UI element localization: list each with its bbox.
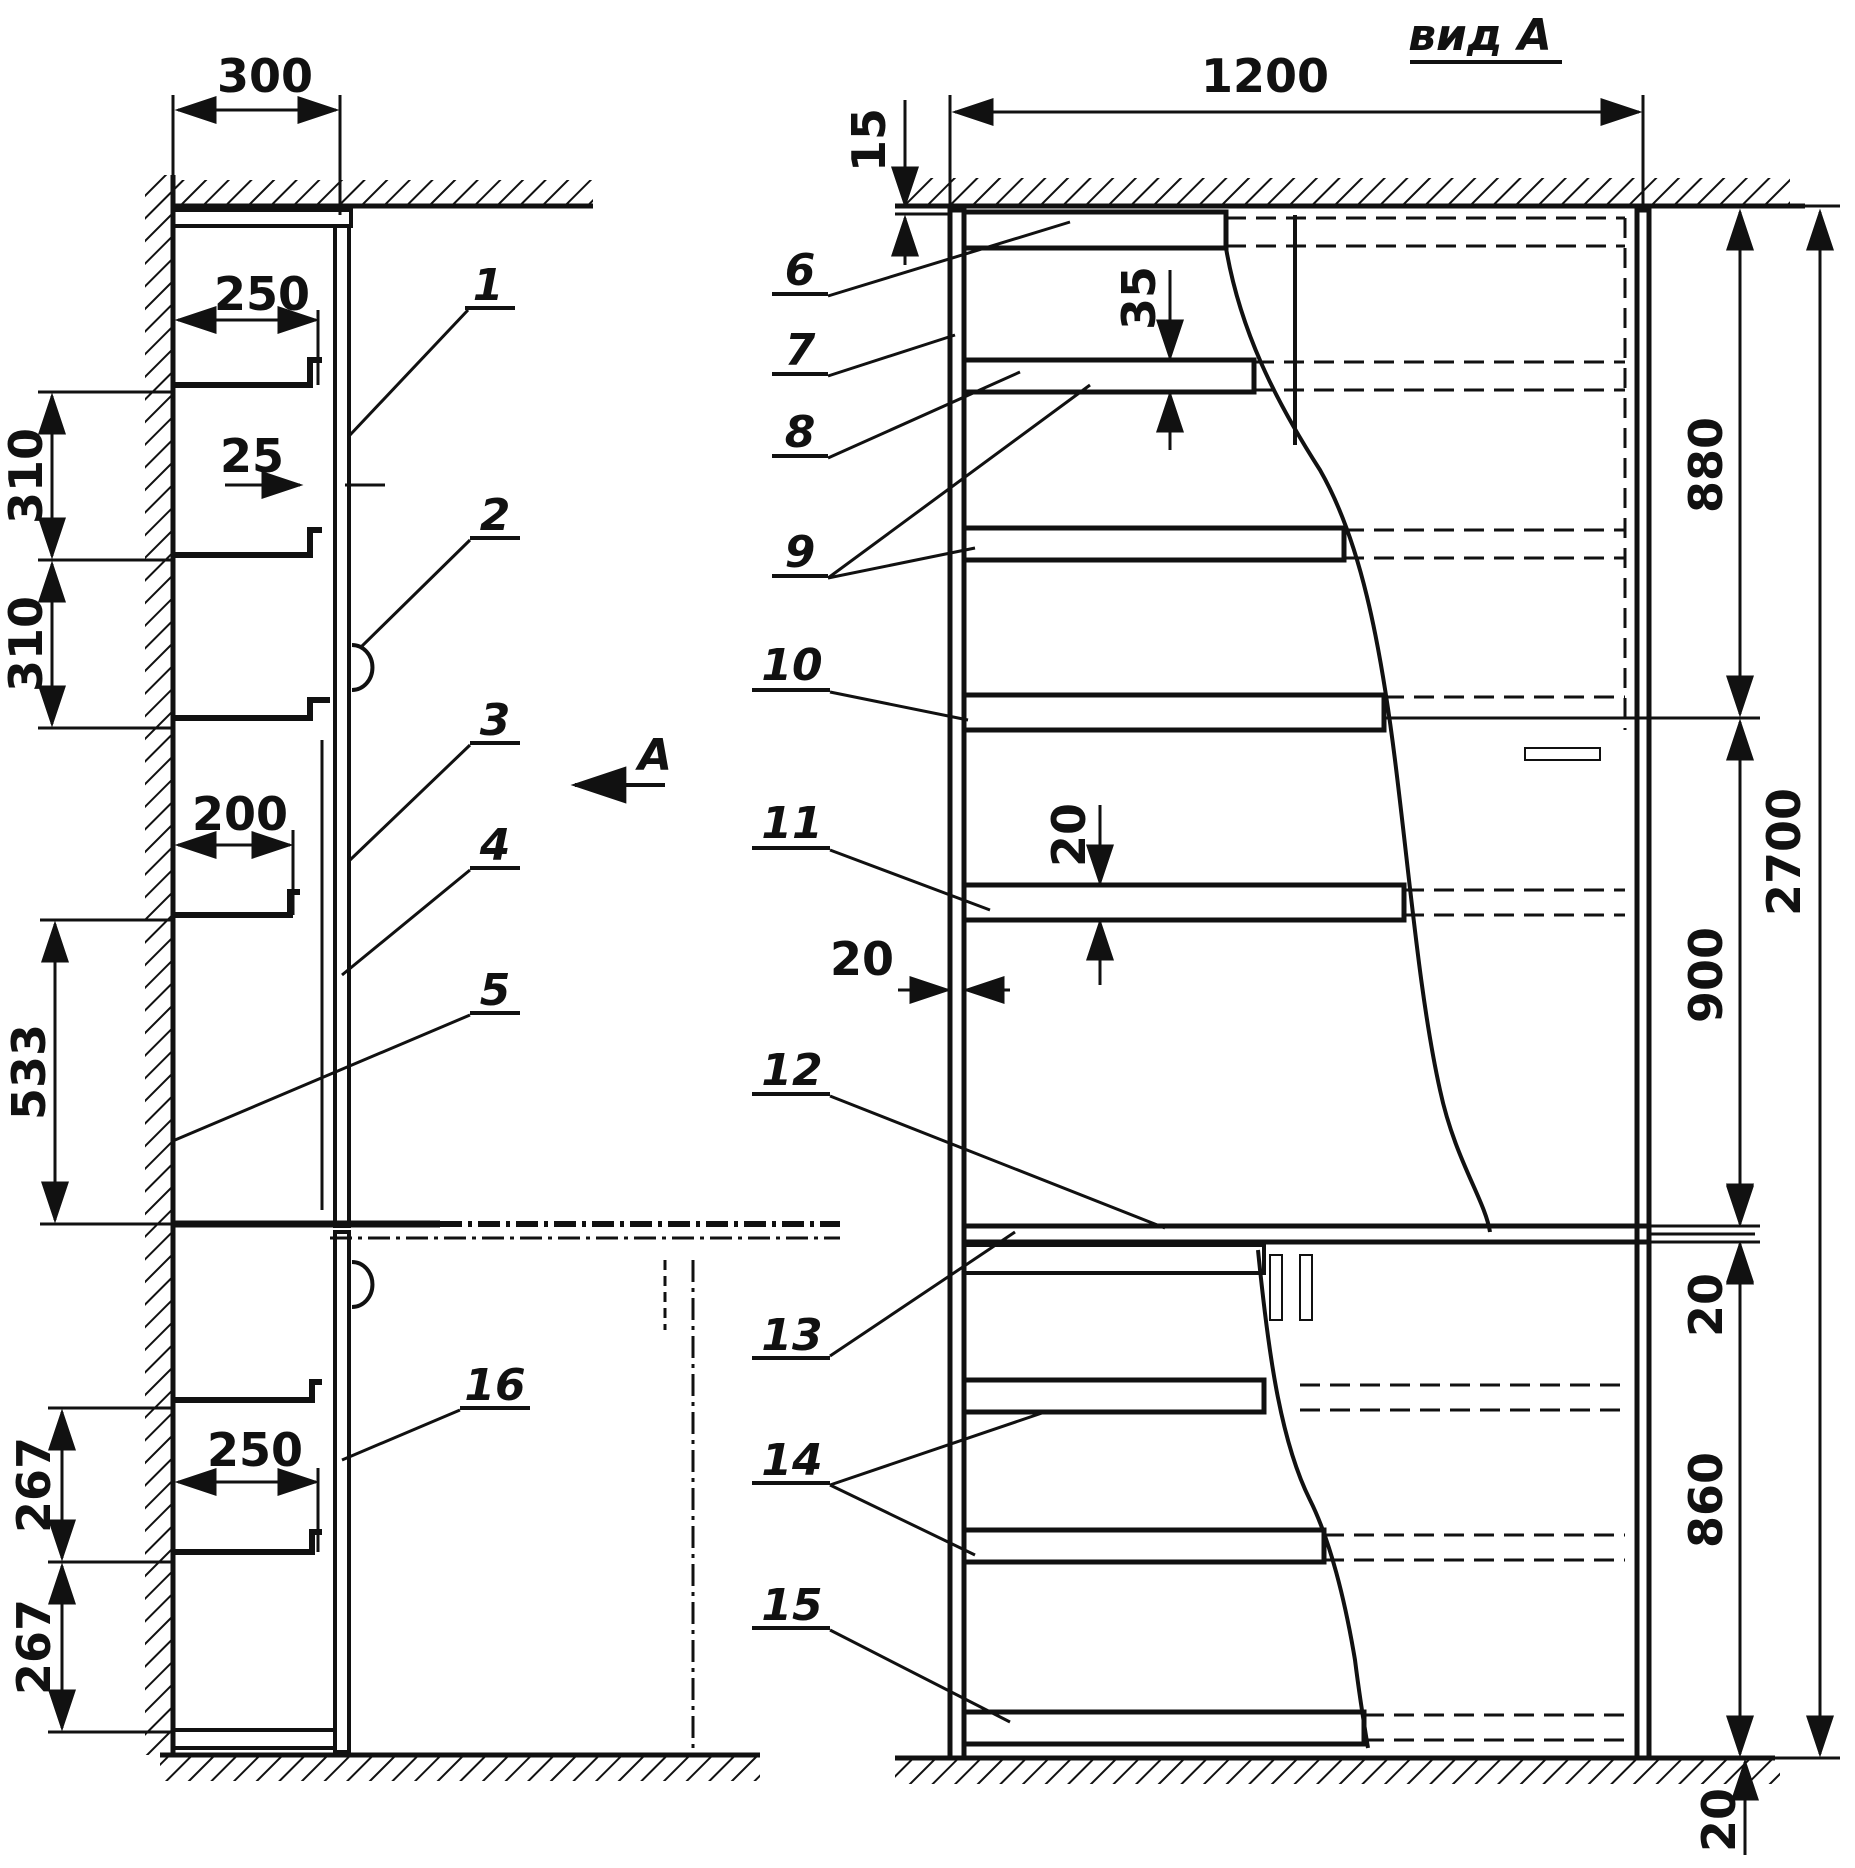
side-panel-right <box>1634 207 1652 1761</box>
callout-11-leader <box>829 848 991 912</box>
shelf-side-2 <box>173 527 322 558</box>
dim-533-label: 533 <box>2 1024 56 1120</box>
front-panel-upper <box>333 224 351 1228</box>
callouts: 1 2 3 4 5 16 6 7 8 9 <box>174 220 1166 1724</box>
callout-10: 10 <box>761 640 822 691</box>
dim-200-label: 200 <box>192 787 288 841</box>
lower-sub-plate <box>962 1243 1266 1275</box>
dim-860-label: 860 <box>1679 1452 1733 1548</box>
dim-880-label: 880 <box>1679 417 1733 513</box>
ceiling-hatch-side <box>173 180 593 206</box>
break-line-lower <box>1256 1249 1370 1749</box>
callout-14-leader-b <box>829 1483 976 1557</box>
shelf-front-5 <box>961 1377 1267 1415</box>
callout-7: 7 <box>785 325 816 376</box>
dim-25-label: 25 <box>220 429 284 483</box>
handle-upper <box>1524 747 1601 761</box>
callout-9: 9 <box>785 527 816 578</box>
callout-3-leader <box>348 743 472 862</box>
callout-4-leader <box>341 868 471 977</box>
dim-310-b-label: 310 <box>0 596 53 692</box>
ceiling-hatch-front <box>905 178 1790 204</box>
dim-20-side-label: 20 <box>830 932 894 986</box>
dim-15-label: 15 <box>842 108 896 172</box>
callout-6: 6 <box>785 245 816 296</box>
dim-900-label: 900 <box>1679 927 1733 1023</box>
dim-310-a-label: 310 <box>0 428 53 524</box>
callout-14-leader-a <box>829 1410 1046 1487</box>
callout-3: 3 <box>480 695 511 746</box>
shelf-side-1 <box>173 357 322 388</box>
dim-2700-label: 2700 <box>1757 788 1811 916</box>
callout-13: 13 <box>761 1310 822 1361</box>
dim-300-label: 300 <box>217 49 313 103</box>
top-plate-front <box>961 209 1229 251</box>
front-view: вид А <box>830 10 1840 1855</box>
shelf-front-1 <box>961 357 1257 395</box>
floor-hatch-side <box>160 1755 760 1781</box>
dim-1200-label: 1200 <box>1201 49 1329 103</box>
side-view: 300 250 25 310 310 200 533 250 <box>0 49 840 1781</box>
floor-hatch-front <box>895 1758 1780 1784</box>
dim-250-top-label: 250 <box>214 267 310 321</box>
callout-1: 1 <box>473 260 504 311</box>
table-support-left <box>1269 1254 1283 1321</box>
wall-hatch <box>145 175 173 1755</box>
callout-1-leader <box>348 308 470 437</box>
callout-16: 16 <box>464 1360 525 1411</box>
callout-8-leader <box>827 370 1021 460</box>
callout-14: 14 <box>761 1435 822 1486</box>
break-line-upper <box>1224 247 1492 1233</box>
callout-16-leader <box>341 1408 461 1462</box>
callout-12-leader <box>829 1094 1166 1230</box>
shelf-front-2 <box>961 525 1347 563</box>
shelf-front-6 <box>961 1527 1327 1565</box>
callout-10-leader <box>829 690 969 722</box>
callout-2-leader <box>358 538 472 650</box>
callout-8: 8 <box>785 407 816 458</box>
bottom-plate-front <box>961 1709 1367 1747</box>
shelf-side-3 <box>173 697 330 721</box>
callout-13-leader <box>829 1230 1016 1358</box>
top-plate-side <box>171 208 353 228</box>
hinge-lower <box>351 1260 375 1309</box>
dim-20-shelf-label: 20 <box>1042 803 1096 867</box>
shelf-front-3 <box>961 692 1387 733</box>
dim-267-a-label: 267 <box>7 1437 61 1533</box>
dim-20-table-label: 20 <box>1679 1273 1733 1337</box>
dim-267-b-label: 267 <box>7 1599 61 1695</box>
callout-2: 2 <box>480 490 511 541</box>
side-panel-left <box>947 207 967 1761</box>
callout-11: 11 <box>761 798 822 849</box>
callout-6-leader <box>827 220 1071 298</box>
shelf-front-4 <box>961 882 1407 923</box>
callout-7-leader <box>827 333 956 378</box>
shelf-side-4 <box>173 889 300 918</box>
callout-12: 12 <box>761 1045 822 1096</box>
dim-250-low-label: 250 <box>207 1423 303 1477</box>
bottom-plate-side <box>171 1728 337 1750</box>
callout-15: 15 <box>761 1580 822 1631</box>
view-arrow-label: А <box>635 730 672 781</box>
callout-5-leader <box>174 1013 471 1142</box>
callout-9-leader-a <box>827 383 1091 580</box>
front-panel-lower <box>333 1230 351 1754</box>
callout-15-leader <box>829 1628 1011 1724</box>
table-support-right <box>1299 1254 1313 1321</box>
table-board-front <box>961 1223 1652 1245</box>
callout-9-leader-b <box>827 546 976 580</box>
dim-35-label: 35 <box>1112 266 1166 330</box>
view-title: вид А <box>1408 10 1552 61</box>
shelf-side-6 <box>173 1529 322 1555</box>
callout-5: 5 <box>480 965 511 1016</box>
shelf-side-5 <box>173 1379 322 1403</box>
callout-4: 4 <box>479 820 511 871</box>
hinge-upper <box>351 643 375 692</box>
dim-20-bottom-label: 20 <box>1692 1788 1746 1852</box>
